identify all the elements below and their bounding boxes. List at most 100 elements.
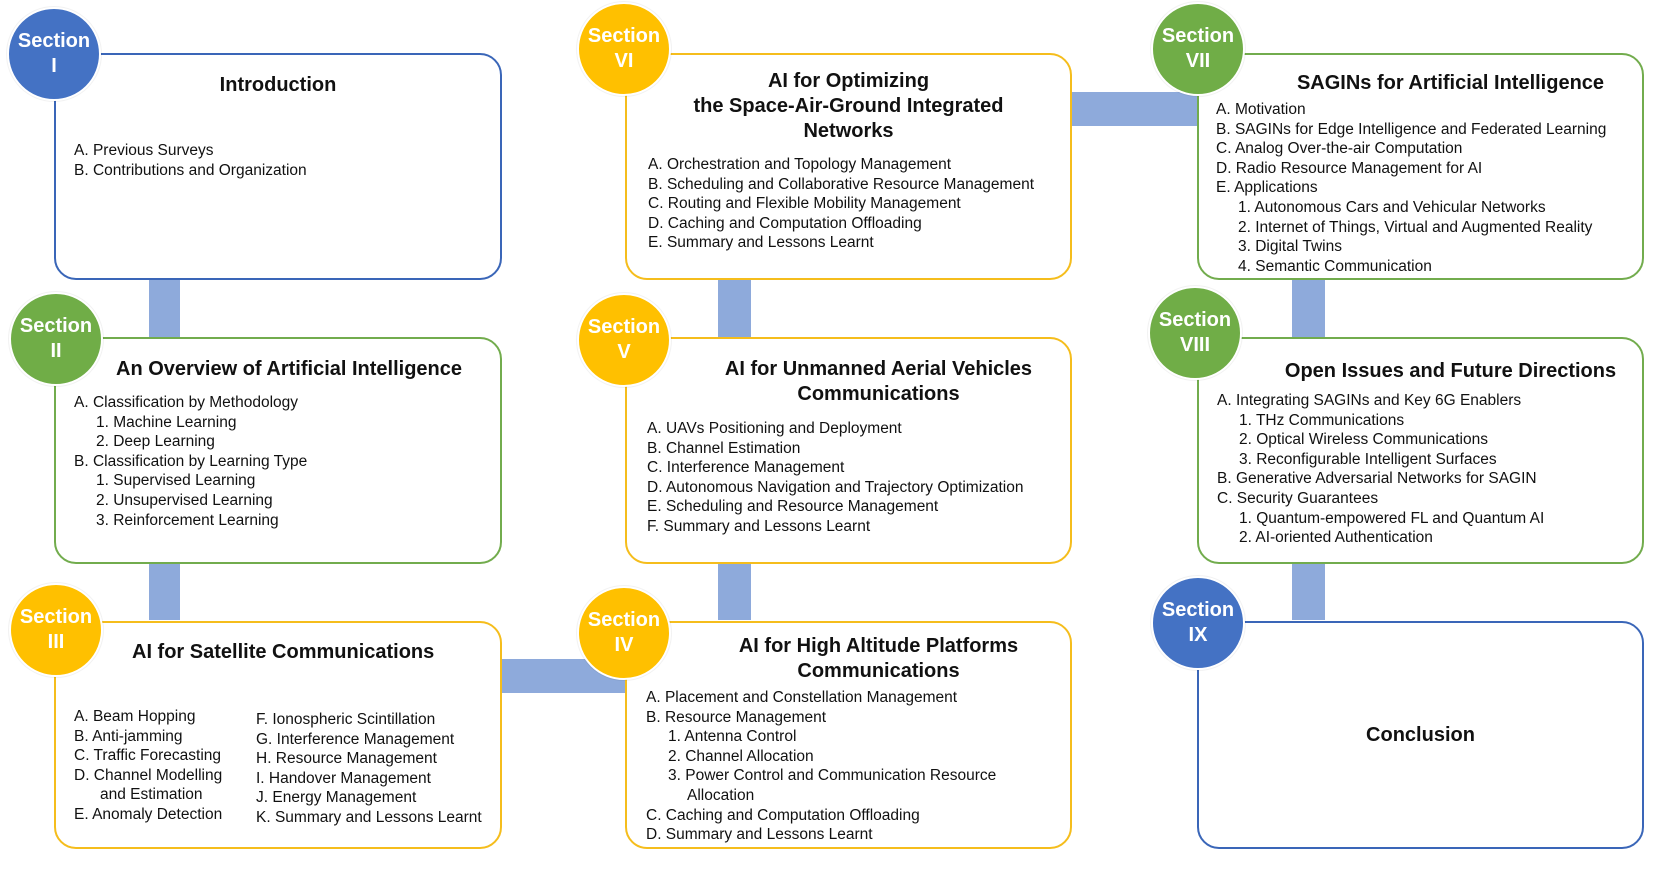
list-item: E. Anomaly Detection bbox=[74, 805, 223, 823]
section-3-items-left: A. Beam Hopping B. Anti-jamming C. Traff… bbox=[74, 707, 222, 825]
list-item: D. Summary and Lessons Learnt bbox=[646, 826, 873, 844]
section-6-box: AI for Optimizing the Space-Air-Ground I… bbox=[625, 53, 1072, 280]
section-5-badge-number: V bbox=[617, 341, 631, 363]
section-4-title-line-2: Communications bbox=[797, 660, 960, 682]
list-item: Allocation bbox=[687, 786, 755, 804]
section-5-items: A. UAVs Positioning and Deployment B. Ch… bbox=[647, 419, 1024, 537]
list-item: B. Resource Management bbox=[646, 708, 827, 726]
section-6-badge-number: VI bbox=[614, 50, 634, 72]
list-item: A. Beam Hopping bbox=[74, 708, 196, 725]
list-item: 3. Digital Twins bbox=[1238, 238, 1342, 256]
list-item: 2. Channel Allocation bbox=[668, 747, 814, 765]
section-2-badge-number: II bbox=[50, 340, 62, 362]
section-5-badge: Section V bbox=[577, 293, 671, 387]
section-5-badge-label: Section bbox=[587, 316, 661, 338]
section-3-badge: Section III bbox=[9, 583, 103, 677]
list-item: and Estimation bbox=[100, 786, 203, 804]
list-item: H. Resource Management bbox=[256, 750, 437, 768]
section-1-badge: Section I bbox=[7, 7, 101, 101]
list-item: 4. Semantic Communication bbox=[1238, 257, 1432, 275]
section-1-badge-number: I bbox=[51, 55, 57, 77]
section-9-badge-label: Section bbox=[1161, 599, 1235, 621]
section-8-title: Open Issues and Future Directions bbox=[1284, 360, 1617, 382]
section-1-badge-label: Section bbox=[17, 30, 91, 52]
section-7-badge-label: Section bbox=[1161, 25, 1235, 47]
list-item: 2. Unsupervised Learning bbox=[96, 491, 273, 509]
list-item: B. Generative Adversarial Networks for S… bbox=[1217, 470, 1537, 488]
list-item: C. Caching and Computation Offloading bbox=[646, 806, 920, 824]
section-3-badge-number: III bbox=[47, 631, 65, 653]
list-item: 2. Optical Wireless Communications bbox=[1239, 431, 1488, 449]
section-5-title-line-2: Communications bbox=[797, 383, 960, 405]
list-item: 1. Supervised Learning bbox=[96, 472, 256, 490]
list-item: A. Orchestration and Topology Management bbox=[648, 156, 952, 173]
list-item: 2. AI-oriented Authentication bbox=[1239, 529, 1433, 547]
section-4-badge-label: Section bbox=[587, 609, 661, 631]
section-2-badge: Section II bbox=[9, 292, 103, 386]
list-item: 1. Autonomous Cars and Vehicular Network… bbox=[1238, 198, 1546, 216]
list-item: A. Classification by Methodology bbox=[74, 394, 299, 411]
section-8-items: A. Integrating SAGINs and Key 6G Enabler… bbox=[1217, 391, 1544, 548]
section-8-badge: Section VIII bbox=[1148, 286, 1242, 380]
section-9-title: Conclusion bbox=[1366, 724, 1475, 746]
section-2-badge-label: Section bbox=[19, 315, 93, 337]
connector-s4-s5 bbox=[718, 562, 751, 620]
list-item: C. Interference Management bbox=[647, 459, 845, 477]
list-item: A. UAVs Positioning and Deployment bbox=[647, 420, 902, 437]
section-2-box: An Overview of Artificial Intelligence A… bbox=[54, 337, 502, 564]
connector-s8-s9 bbox=[1292, 562, 1325, 620]
list-item: B. SAGINs for Edge Intelligence and Fede… bbox=[1216, 120, 1607, 138]
section-3-badge-label: Section bbox=[19, 606, 93, 628]
list-item: C. Analog Over-the-air Computation bbox=[1216, 140, 1463, 158]
section-4-items: A. Placement and Constellation Managemen… bbox=[646, 688, 996, 845]
section-8-badge-number: VIII bbox=[1179, 334, 1210, 356]
section-8-box: Open Issues and Future Directions A. Int… bbox=[1197, 337, 1644, 564]
list-item: F. Summary and Lessons Learnt bbox=[647, 517, 871, 535]
list-item: B. Anti-jamming bbox=[74, 727, 183, 745]
list-item: G. Interference Management bbox=[256, 730, 455, 748]
section-4-title: AI for High Altitude Platforms Communica… bbox=[687, 634, 1070, 684]
list-item: I. Handover Management bbox=[256, 769, 431, 787]
list-item: 3. Power Control and Communication Resou… bbox=[668, 767, 997, 785]
list-item: A. Placement and Constellation Managemen… bbox=[646, 689, 958, 706]
list-item: E. Scheduling and Resource Management bbox=[647, 498, 939, 516]
section-9-box: Conclusion bbox=[1197, 621, 1644, 849]
list-item: B. Scheduling and Collaborative Resource… bbox=[648, 175, 1035, 193]
section-7-badge-number: VII bbox=[1185, 50, 1211, 72]
section-6-title-line-2: the Space-Air-Ground Integrated bbox=[693, 95, 1004, 117]
list-item: 1. Antenna Control bbox=[668, 728, 797, 746]
section-4-box: AI for High Altitude Platforms Communica… bbox=[625, 621, 1072, 849]
section-6-title: AI for Optimizing the Space-Air-Ground I… bbox=[627, 69, 1070, 144]
section-1-items: A. Previous Surveys B. Contributions and… bbox=[74, 141, 307, 180]
section-5-title-line-1: AI for Unmanned Aerial Vehicles bbox=[724, 358, 1033, 380]
list-item: 3. Reconfigurable Intelligent Surfaces bbox=[1239, 450, 1497, 468]
section-2-title: An Overview of Artificial Intelligence bbox=[116, 358, 463, 380]
connector-s6-s7 bbox=[1070, 92, 1198, 126]
section-2-items: A. Classification by Methodology 1. Mach… bbox=[74, 393, 307, 530]
section-7-title: SAGINs for Artificial Intelligence bbox=[1296, 72, 1605, 94]
section-3-title: AI for Satellite Communications bbox=[132, 641, 435, 663]
list-item: D. Radio Resource Management for AI bbox=[1216, 159, 1483, 177]
connector-s5-s6 bbox=[718, 279, 751, 337]
list-item: A. Previous Surveys bbox=[74, 142, 214, 159]
section-7-items: A. Motivation B. SAGINs for Edge Intelli… bbox=[1216, 100, 1606, 276]
connector-s7-s8 bbox=[1292, 279, 1325, 337]
section-8-badge-label: Section bbox=[1158, 309, 1232, 331]
list-item: C. Security Guarantees bbox=[1217, 489, 1379, 507]
section-5-box: AI for Unmanned Aerial Vehicles Communic… bbox=[625, 337, 1072, 564]
section-1-title: Introduction bbox=[219, 74, 337, 96]
section-3-items-right: F. Ionospheric Scintillation G. Interfer… bbox=[256, 710, 482, 828]
list-item: 1. Machine Learning bbox=[96, 413, 237, 431]
list-item: D. Autonomous Navigation and Trajectory … bbox=[647, 478, 1024, 496]
section-7-box: SAGINs for Artificial Intelligence A. Mo… bbox=[1197, 53, 1644, 280]
section-4-badge: Section IV bbox=[577, 586, 671, 680]
list-item: 1. THz Communications bbox=[1239, 411, 1405, 429]
section-9-badge: Section IX bbox=[1151, 576, 1245, 670]
list-item: A. Motivation bbox=[1216, 101, 1306, 118]
list-item: 2. Deep Learning bbox=[96, 433, 215, 451]
list-item: E. Applications bbox=[1216, 179, 1318, 197]
section-6-badge-label: Section bbox=[587, 25, 661, 47]
list-item: C. Routing and Flexible Mobility Managem… bbox=[648, 195, 961, 213]
list-item: J. Energy Management bbox=[256, 789, 417, 807]
section-6-badge: Section VI bbox=[577, 2, 671, 96]
